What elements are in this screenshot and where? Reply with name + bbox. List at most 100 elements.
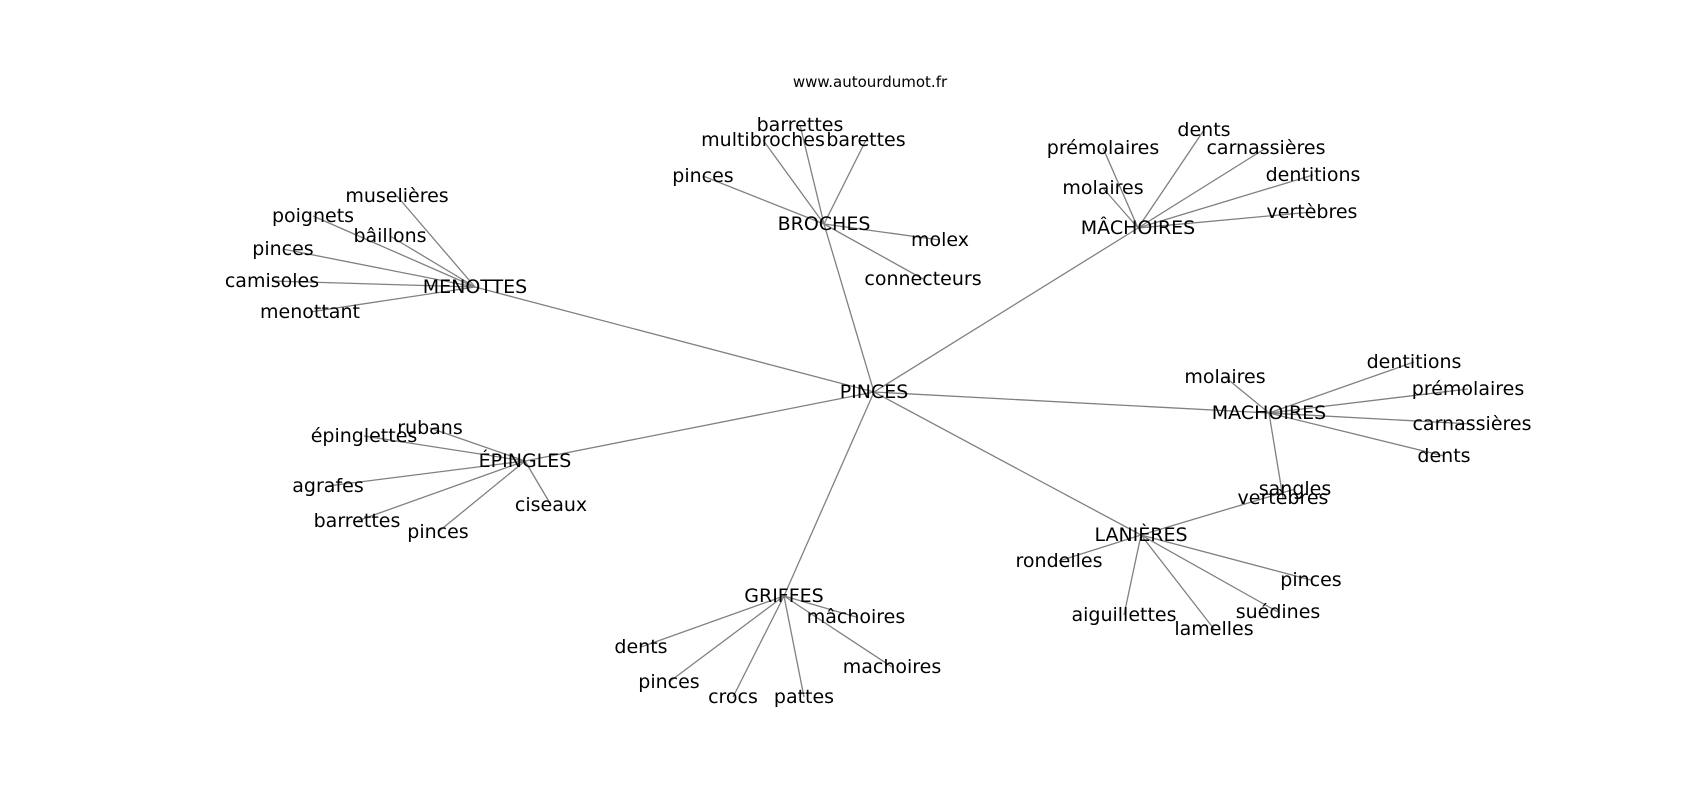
edge-root-to-epingles <box>524 391 875 462</box>
edge-machoires-to-molaires <box>1224 376 1270 414</box>
edge-machoires-to-carnassieres <box>1268 412 1473 425</box>
edge-menottes-to-muselieres <box>396 195 476 288</box>
leaf-node-rondelles: rondelles <box>1016 550 1103 572</box>
leaf-node-pattes: pattes <box>774 686 834 708</box>
leaf-node-connecteurs: connecteurs <box>864 268 981 290</box>
edge-griffes-to-machoires <box>783 595 857 618</box>
leaf-node-dentitions: dentitions <box>1367 351 1462 373</box>
leaf-node-crocs: crocs <box>708 686 758 708</box>
edge-machoires-to-premolaires <box>1102 147 1139 229</box>
source-credit: www.autourdumot.fr <box>793 73 948 91</box>
leaf-node-molex: molex <box>911 229 969 251</box>
leaf-node-barettes: barettes <box>826 129 905 151</box>
cluster-node-broches: BROCHES <box>778 213 871 235</box>
leaf-node-barrettes: barrettes <box>314 510 401 532</box>
leaf-node-rubans: rubans <box>397 417 463 439</box>
cluster-node-machoires: MACHOIRES <box>1212 402 1326 424</box>
edge-machoires-to-dents <box>1268 412 1445 457</box>
leaf-node-poignets: poignets <box>272 205 354 227</box>
edge-lanieres-to-suedines <box>1140 534 1279 613</box>
edge-broches-to-barrettes <box>799 124 825 225</box>
leaf-node-molaires: molaires <box>1062 177 1143 199</box>
edge-root-to-griffes <box>783 391 875 597</box>
leaf-node-barrettes: barrettes <box>757 114 844 136</box>
edge-broches-to-barettes <box>823 139 867 225</box>
edge-menottes-to-poignets <box>312 215 476 288</box>
cluster-node-lanieres: LANIÈRES <box>1094 523 1187 546</box>
leaf-node-premolaires: prémolaires <box>1412 378 1524 400</box>
edge-broches-to-molex <box>823 223 941 241</box>
edge-machoires-to-dentitions <box>1137 174 1314 229</box>
leaf-node-pinces: pinces <box>672 165 733 187</box>
leaf-node-machoires: mâchoires <box>807 606 906 628</box>
root-node: PINCES <box>840 381 909 403</box>
edge-griffes-to-pinces <box>668 595 785 683</box>
leaf-node-agrafes: agrafes <box>292 475 363 497</box>
edge-epingles-to-barrettes <box>356 460 526 522</box>
edge-menottes-to-camisoles <box>271 280 476 288</box>
edge-machoires-to-molaires <box>1102 187 1139 229</box>
leaf-node-premolaires: prémolaires <box>1047 137 1159 159</box>
edge-lanieres-to-aiguillettes <box>1123 534 1142 616</box>
edge-lanieres-to-rondelles <box>1058 534 1142 562</box>
edge-menottes-to-pinces <box>282 248 476 288</box>
leaf-node-epinglettes: épinglettes <box>311 425 418 447</box>
edge-root-to-lanieres <box>873 391 1142 536</box>
edge-lanieres-to-pinces <box>1140 534 1312 581</box>
edge-epingles-to-pinces <box>437 460 526 533</box>
edge-broches-to-connecteurs <box>823 223 924 280</box>
leaf-node-multibroches: multibroches <box>701 129 825 151</box>
edges-layer <box>271 124 1473 698</box>
edge-root-to-machoires <box>873 391 1270 414</box>
edge-epingles-to-rubans <box>429 427 526 462</box>
leaf-node-vertebres: vertèbres <box>1267 201 1358 223</box>
leaf-node-menottant: menottant <box>260 301 360 323</box>
leaf-node-molaires: molaires <box>1184 366 1265 388</box>
leaf-node-pinces: pinces <box>638 671 699 693</box>
edge-machoires-to-dents <box>1137 129 1205 229</box>
leaf-node-sangles: sangles <box>1259 478 1332 500</box>
cluster-node-machoires: MÂCHOIRES <box>1081 216 1195 239</box>
leaf-node-carnassieres: carnassières <box>1412 413 1531 435</box>
leaf-node-dents: dents <box>614 636 667 658</box>
leaf-node-dents: dents <box>1417 445 1470 467</box>
leaf-node-dentitions: dentitions <box>1266 164 1361 186</box>
leaf-node-baillons: bâillons <box>353 225 426 247</box>
leaf-node-ciseaux: ciseaux <box>515 494 587 516</box>
leaf-node-aiguillettes: aiguillettes <box>1071 604 1176 626</box>
leaf-node-camisoles: camisoles <box>225 270 319 292</box>
edge-machoires-to-dentitions <box>1268 361 1415 414</box>
edge-griffes-to-crocs <box>732 595 785 698</box>
leaf-node-vertebres: vertèbres <box>1238 487 1329 509</box>
leaf-node-muselieres: muselières <box>345 185 448 207</box>
edge-broches-to-multibroches <box>762 139 825 225</box>
leaf-node-pinces: pinces <box>407 521 468 543</box>
leaf-node-dents: dents <box>1177 119 1230 141</box>
edge-epingles-to-epinglettes <box>363 435 526 462</box>
edge-epingles-to-ciseaux <box>524 460 552 506</box>
cluster-node-epingles: ÉPINGLES <box>479 449 572 472</box>
edge-lanieres-to-lamelles <box>1140 534 1215 630</box>
edge-menottes-to-menottant <box>309 286 476 313</box>
leaf-node-machoires: machoires <box>843 656 942 678</box>
leaf-node-suedines: suédines <box>1236 601 1321 623</box>
leaf-node-lamelles: lamelles <box>1174 618 1253 640</box>
edge-root-to-machoires <box>873 227 1139 393</box>
edge-root-to-broches <box>823 223 875 393</box>
cluster-node-griffes: GRIFFES <box>744 585 823 607</box>
cluster-node-menottes: MENOTTES <box>423 276 528 298</box>
edge-machoires-to-vertebres <box>1137 211 1313 229</box>
edge-machoires-to-carnassieres <box>1137 147 1267 229</box>
edge-griffes-to-pattes <box>783 595 805 698</box>
edge-broches-to-pinces <box>702 175 825 225</box>
edge-lanieres-to-sangles <box>1140 488 1296 536</box>
leaf-node-carnassieres: carnassières <box>1206 137 1325 159</box>
edge-griffes-to-dents <box>640 595 785 648</box>
edge-root-to-menottes <box>474 286 875 393</box>
leaf-node-pinces: pinces <box>252 238 313 260</box>
edge-machoires-to-vertebres <box>1268 412 1284 499</box>
edge-menottes-to-baillons <box>389 235 476 288</box>
